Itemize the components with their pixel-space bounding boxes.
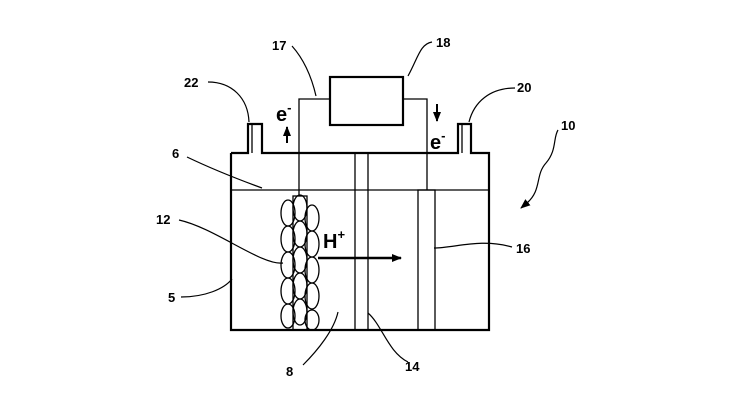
ref-5: 5 [168, 290, 175, 305]
ref-17: 17 [272, 38, 286, 53]
ref-20: 20 [517, 80, 531, 95]
external-wire-cathode [403, 98, 428, 190]
external-load [328, 75, 405, 127]
electron-right-label: e- [430, 128, 445, 154]
external-wire-anode [298, 98, 330, 196]
ref-22: 22 [184, 75, 198, 90]
ref-18: 18 [436, 35, 450, 50]
ref-10: 10 [561, 118, 575, 133]
cathode [417, 189, 436, 331]
vessel [229, 122, 491, 332]
proton-label: H+ [323, 227, 345, 253]
ref-12: 12 [156, 212, 170, 227]
anode-biofilm [280, 194, 320, 331]
electron-left-label: e- [276, 100, 291, 126]
ref-14: 14 [405, 359, 420, 374]
ref-8: 8 [286, 364, 293, 379]
membrane [354, 153, 369, 330]
ref-16: 16 [516, 241, 530, 256]
ref-6: 6 [172, 146, 179, 161]
leader-lines [178, 41, 559, 366]
